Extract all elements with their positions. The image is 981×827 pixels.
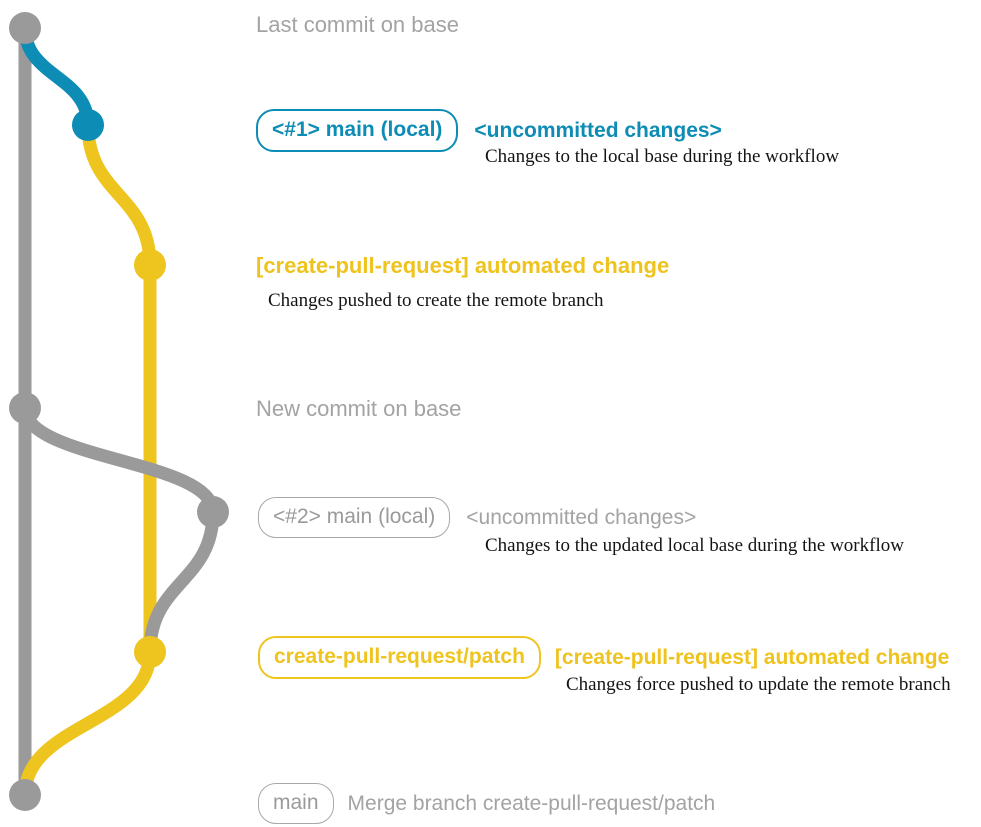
ref-badge-main-local-1[interactable]: <#1> main (local): [256, 109, 459, 152]
edge-local-1-to-patch-1: [81, 118, 157, 272]
commit-row-patch-2: create-pull-request/patch [create-pull-r…: [258, 636, 949, 679]
commit-row-local-2: <#2> main (local) <uncommitted changes>: [258, 497, 696, 538]
commit-row-local-1: <#1> main (local) <uncommitted changes>: [256, 109, 722, 152]
commit-note-patch-2: Changes force pushed to update the remot…: [566, 674, 951, 695]
commit-edges: [18, 21, 220, 802]
commit-node-base-merge[interactable]: [9, 779, 41, 811]
commit-subject-local-1: <uncommitted changes>: [474, 119, 722, 142]
ref-badge-main-local-2[interactable]: <#2> main (local): [258, 497, 451, 538]
commit-nodes: [9, 12, 229, 811]
edge-patch-2-to-merge: [18, 645, 157, 802]
commit-node-local-2[interactable]: [197, 496, 229, 528]
commit-subject-base-last: Last commit on base: [256, 12, 459, 37]
ref-badge-create-pull-request-patch[interactable]: create-pull-request/patch: [258, 636, 541, 679]
commit-subject-base-merge: Merge branch create-pull-request/patch: [347, 792, 716, 815]
commit-note-patch-1: Changes pushed to create the remote bran…: [268, 290, 604, 311]
commit-subject-patch-1: [create-pull-request] automated change: [256, 253, 670, 278]
ref-badge-main[interactable]: main: [258, 783, 334, 824]
commit-subject-base-new: New commit on base: [256, 396, 462, 421]
edge-base-new-to-local-2: [18, 401, 220, 519]
commit-row-base-merge: main Merge branch create-pull-request/pa…: [258, 783, 715, 824]
commit-node-patch-2[interactable]: [134, 636, 166, 668]
commit-subject-patch-2: [create-pull-request] automated change: [554, 646, 950, 669]
commit-node-local-1[interactable]: [72, 109, 104, 141]
commit-node-base-new[interactable]: [9, 392, 41, 424]
commit-note-local-1: Changes to the local base during the wor…: [485, 146, 840, 167]
commit-node-base-last[interactable]: [9, 12, 41, 44]
commit-subject-local-2: <uncommitted changes>: [466, 506, 697, 529]
commit-node-patch-1[interactable]: [134, 249, 166, 281]
edge-local-2-to-patch-2: [143, 505, 220, 659]
commit-note-local-2: Changes to the updated local base during…: [485, 535, 904, 556]
edge-base-to-local-1: [18, 21, 95, 132]
